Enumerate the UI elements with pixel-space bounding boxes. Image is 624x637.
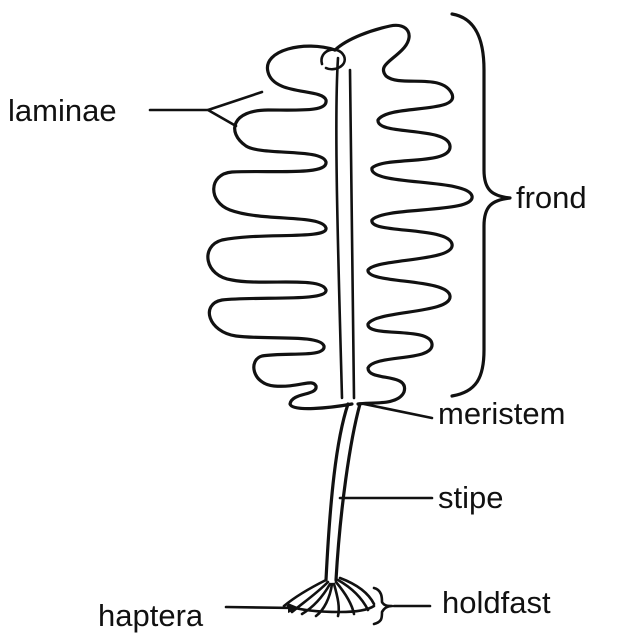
frond-right-margin	[335, 25, 472, 404]
frond-midrib	[336, 58, 342, 398]
frond-midrib-right	[350, 70, 354, 398]
holdfast-haptera	[284, 578, 374, 616]
frond-left-margin	[208, 46, 352, 409]
stipe-label: stipe	[438, 480, 503, 515]
frond-apex	[321, 50, 344, 70]
holdfast-brace	[374, 588, 392, 624]
holdfast-label: holdfast	[442, 585, 551, 620]
laminae-leader	[150, 92, 262, 126]
haptera-label: haptera	[98, 598, 204, 633]
haptera-leader	[226, 607, 296, 608]
meristem-label: meristem	[438, 396, 565, 431]
meristem-leader	[364, 404, 432, 418]
laminae-label: laminae	[8, 93, 117, 128]
frond-label: frond	[516, 180, 587, 215]
